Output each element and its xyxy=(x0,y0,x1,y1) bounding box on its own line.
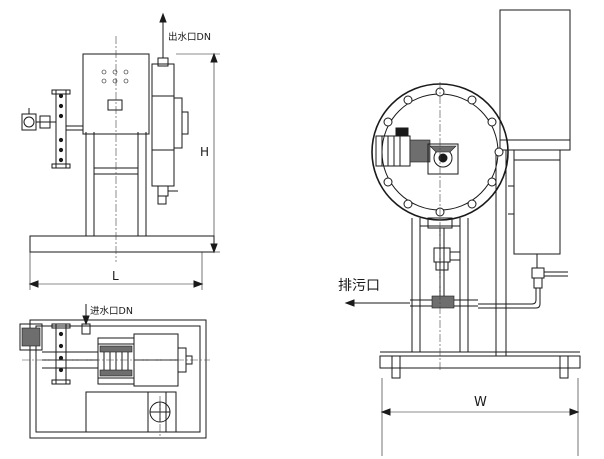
nameplate xyxy=(107,99,123,111)
top-frame xyxy=(29,319,207,439)
top-motor xyxy=(19,323,43,351)
height-dimension: H xyxy=(176,52,220,254)
side-view: 排污口 W xyxy=(338,9,581,456)
outlet-label: 出水口DN xyxy=(168,31,211,43)
drive-motor xyxy=(375,127,431,167)
inlet-arrow xyxy=(82,315,90,326)
width-dimension: W xyxy=(380,378,580,456)
side-vessel xyxy=(513,149,561,255)
length-dimension: L xyxy=(28,252,204,290)
indicator-lights xyxy=(101,69,129,84)
gearbox xyxy=(427,143,459,175)
bolt-holes xyxy=(383,87,504,217)
width-label: W xyxy=(474,395,487,410)
tall-cabinet xyxy=(499,9,571,151)
length-label: L xyxy=(112,269,119,283)
front-view: 出水口DN H L xyxy=(21,12,220,290)
drain-label: 排污口 xyxy=(338,278,380,294)
side-base xyxy=(379,355,581,369)
front-base-plate xyxy=(29,235,215,253)
top-view: 进水口DN xyxy=(19,304,210,439)
inlet-label: 进水口DN xyxy=(90,305,133,317)
drain-arrow xyxy=(344,299,355,307)
check-valve xyxy=(433,247,451,263)
height-label: H xyxy=(200,145,209,159)
